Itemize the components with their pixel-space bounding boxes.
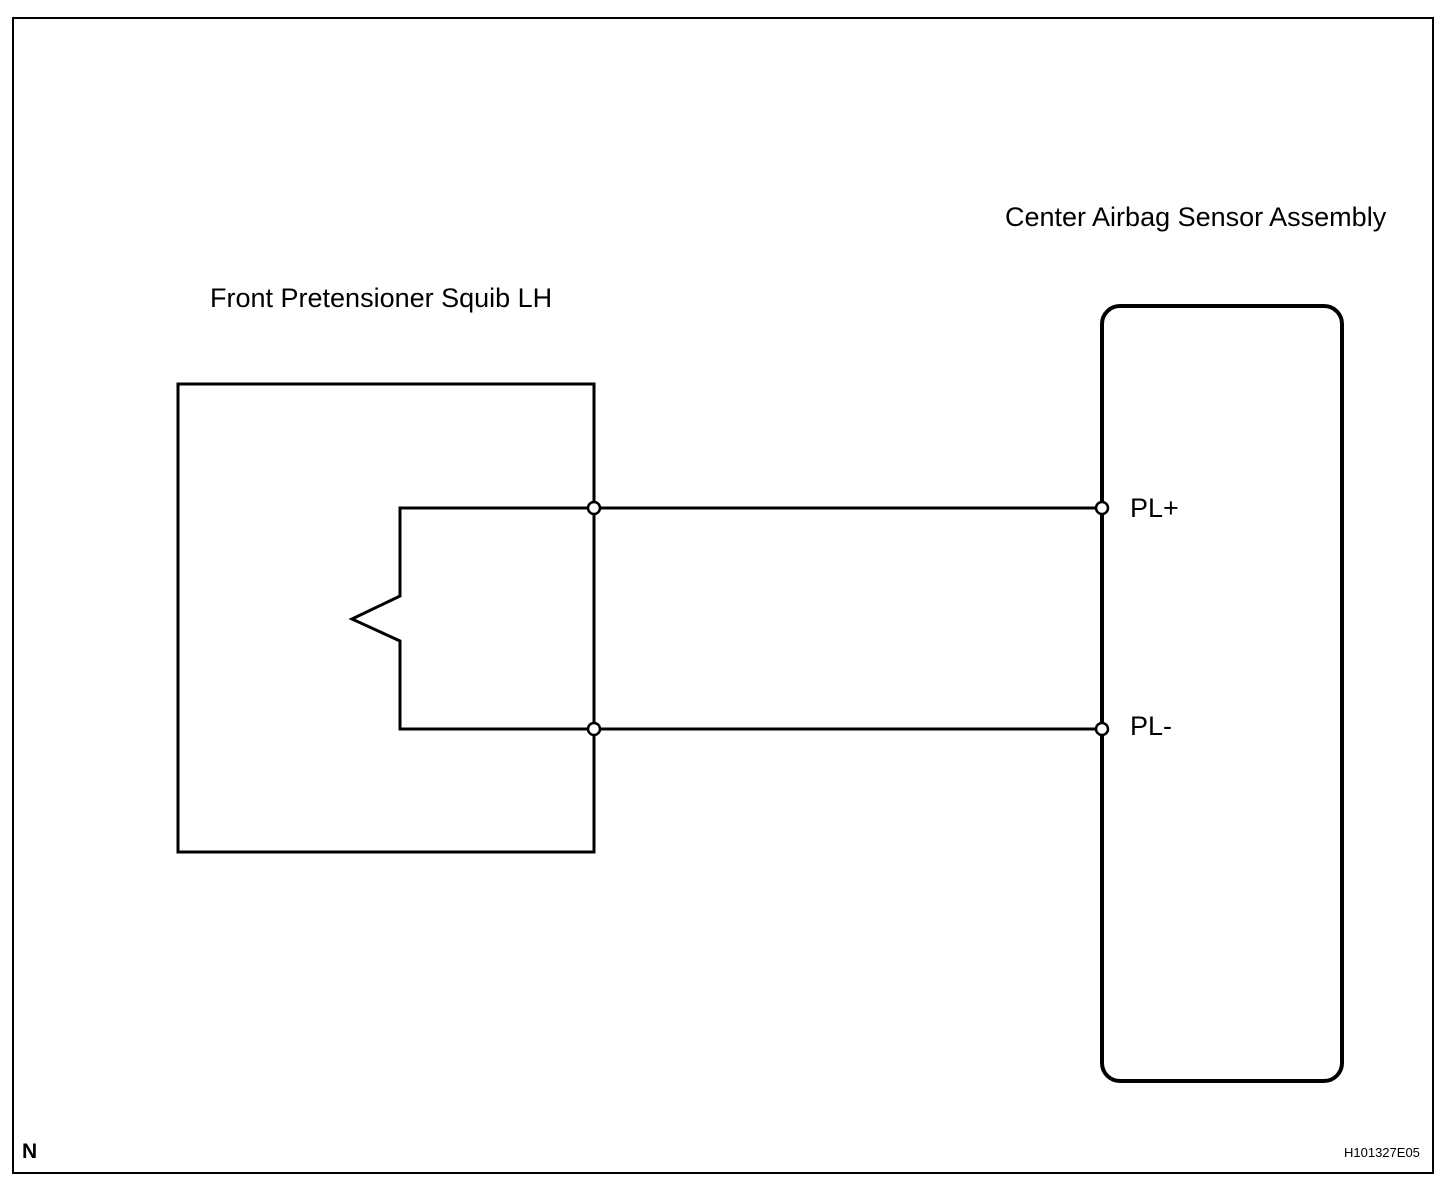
- footer-code-letter: N: [22, 1140, 38, 1163]
- sensor-box: [1100, 304, 1344, 1083]
- sensor-terminal-positive: [1094, 500, 1110, 516]
- squib-box: [176, 382, 596, 854]
- sensor-terminal-negative: [1094, 721, 1110, 737]
- squib-terminal-negative: [586, 721, 602, 737]
- squib-label: Front Pretensioner Squib LH: [210, 283, 553, 313]
- figure-id: H101327E05: [1344, 1145, 1420, 1160]
- sensor-label: Center Airbag Sensor Assembly: [1005, 202, 1387, 232]
- terminal-label-positive: PL+: [1130, 493, 1179, 523]
- squib-terminal-positive: [586, 500, 602, 516]
- squib-element: [348, 506, 594, 731]
- terminal-label-negative: PL-: [1130, 711, 1173, 741]
- diagram-frame: [12, 17, 1434, 1174]
